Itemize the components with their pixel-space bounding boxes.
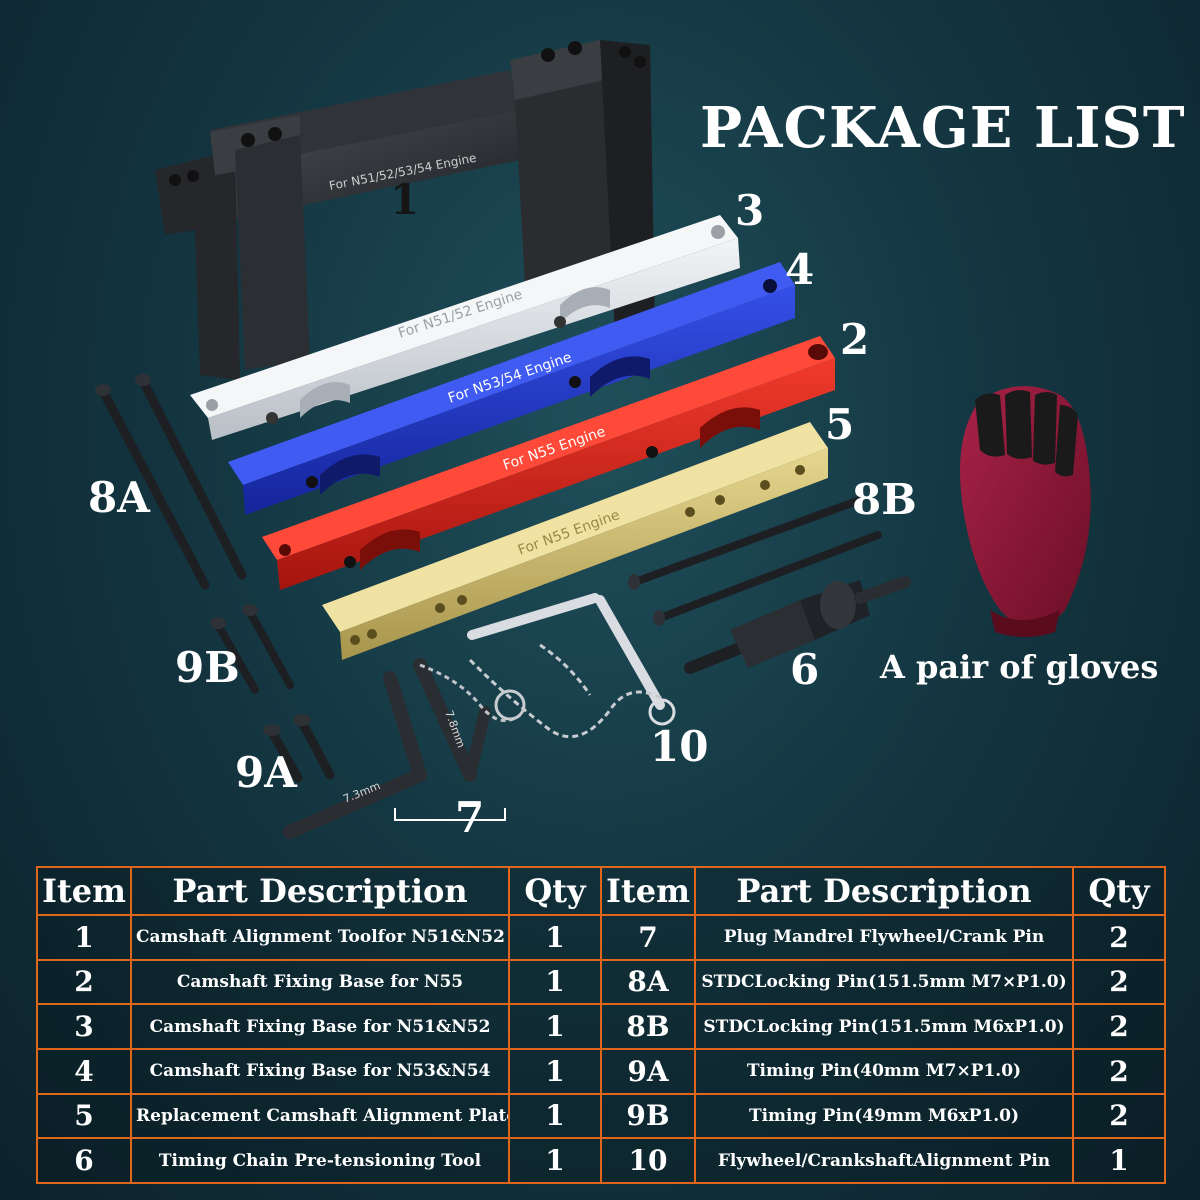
callout-7: 7 — [455, 793, 485, 842]
cell-qty: 1 — [508, 1137, 602, 1184]
cell-qty: 1 — [1072, 1137, 1166, 1184]
cell-item: 2 — [36, 958, 132, 1006]
cell-item: 7 — [600, 914, 696, 961]
tool-kit-illustration: For N51/52/53/54 Engine For N51/52 Engin… — [95, 40, 1091, 839]
cell-desc: STDCLocking Pin(151.5mm M6xP1.0) — [694, 1003, 1074, 1050]
header-item-left: Item — [36, 866, 132, 916]
cell-qty: 2 — [1072, 1092, 1166, 1140]
cell-item: 1 — [36, 914, 132, 961]
callout-8a: 8A — [88, 473, 150, 522]
cell-item: 9B — [600, 1092, 696, 1140]
parts-table: Item Part Description Qty Item Part Desc… — [36, 866, 1166, 1184]
header-qty-left: Qty — [508, 866, 602, 916]
cell-desc: Camshaft Fixing Base for N53&N54 — [130, 1047, 510, 1095]
table-row: 4 Camshaft Fixing Base for N53&N54 1 9A … — [36, 1047, 1166, 1095]
cell-item: 10 — [600, 1137, 696, 1184]
plug-mandrel-pins: 7.3mm 7.8mm — [283, 658, 521, 839]
table-row: 5 Replacement Camshaft Alignment Plate 1… — [36, 1092, 1166, 1140]
cell-desc: Camshaft Fixing Base for N51&N52 — [130, 1003, 510, 1050]
gloves-illustration — [960, 386, 1091, 637]
timing-pins-9a — [263, 714, 335, 783]
callout-1: 1 — [390, 175, 420, 224]
cell-qty: 1 — [508, 1092, 602, 1140]
callout-5: 5 — [825, 400, 855, 449]
parts-table-container: Item Part Description Qty Item Part Desc… — [36, 866, 1166, 1184]
stdc-locking-pins-8a — [95, 374, 247, 590]
table-row: 2 Camshaft Fixing Base for N55 1 8A STDC… — [36, 958, 1166, 1006]
cell-qty: 2 — [1072, 1003, 1166, 1050]
callout-10: 10 — [650, 722, 709, 771]
flywheel-crankshaft-pin — [467, 593, 676, 739]
table-row: 3 Camshaft Fixing Base for N51&N52 1 8B … — [36, 1003, 1166, 1050]
stdc-locking-pins-8b — [628, 496, 882, 626]
cell-qty: 2 — [1072, 1047, 1166, 1095]
cell-qty: 1 — [508, 1047, 602, 1095]
cell-item: 5 — [36, 1092, 132, 1140]
gloves-label: A pair of gloves — [880, 648, 1159, 686]
cell-qty: 1 — [508, 958, 602, 1006]
callout-4: 4 — [785, 245, 815, 294]
callout-6: 6 — [790, 645, 820, 694]
gold-alignment-plate: For N55 Engine — [322, 422, 828, 660]
cell-desc: Timing Chain Pre-tensioning Tool — [130, 1137, 510, 1184]
blue-fixing-base: For N53/54 Engine — [228, 262, 795, 515]
table-row: 1 Camshaft Alignment Toolfor N51&N52 1 7… — [36, 914, 1166, 961]
cell-qty: 2 — [1072, 958, 1166, 1006]
cell-qty: 1 — [508, 1003, 602, 1050]
cell-qty: 2 — [1072, 914, 1166, 961]
cell-desc: Plug Mandrel Flywheel/Crank Pin — [694, 914, 1074, 961]
header-item-right: Item — [600, 866, 696, 916]
callout-8b: 8B — [852, 475, 917, 524]
header-desc-left: Part Description — [130, 866, 510, 916]
cell-desc: Camshaft Alignment Toolfor N51&N52 — [130, 914, 510, 961]
cell-item: 9A — [600, 1047, 696, 1095]
table-row: 6 Timing Chain Pre-tensioning Tool 1 10 … — [36, 1137, 1166, 1184]
header-qty-right: Qty — [1072, 866, 1166, 916]
cell-desc: STDCLocking Pin(151.5mm M7×P1.0) — [694, 958, 1074, 1006]
callout-3: 3 — [735, 186, 765, 235]
cell-desc: Flywheel/CrankshaftAlignment Pin — [694, 1137, 1074, 1184]
timing-pins-9b — [210, 604, 294, 694]
callout-9a: 9A — [235, 748, 297, 797]
page-title: PACKAGE LIST — [700, 95, 1186, 161]
header-desc-right: Part Description — [694, 866, 1074, 916]
cell-desc: Camshaft Fixing Base for N55 — [130, 958, 510, 1006]
cell-desc: Replacement Camshaft Alignment Plate — [130, 1092, 510, 1140]
table-header-row: Item Part Description Qty Item Part Desc… — [36, 866, 1166, 916]
callout-9b: 9B — [175, 643, 240, 692]
cell-item: 8A — [600, 958, 696, 1006]
cell-desc: Timing Pin(49mm M6xP1.0) — [694, 1092, 1074, 1140]
cell-item: 4 — [36, 1047, 132, 1095]
callout-2: 2 — [840, 315, 870, 364]
cell-qty: 1 — [508, 914, 602, 961]
red-fixing-base: For N55 Engine — [262, 336, 835, 590]
cell-item: 6 — [36, 1137, 132, 1184]
cell-desc: Timing Pin(40mm M7×P1.0) — [694, 1047, 1074, 1095]
timing-chain-pretensioning-tool — [684, 576, 911, 674]
cell-item: 3 — [36, 1003, 132, 1050]
cell-item: 8B — [600, 1003, 696, 1050]
